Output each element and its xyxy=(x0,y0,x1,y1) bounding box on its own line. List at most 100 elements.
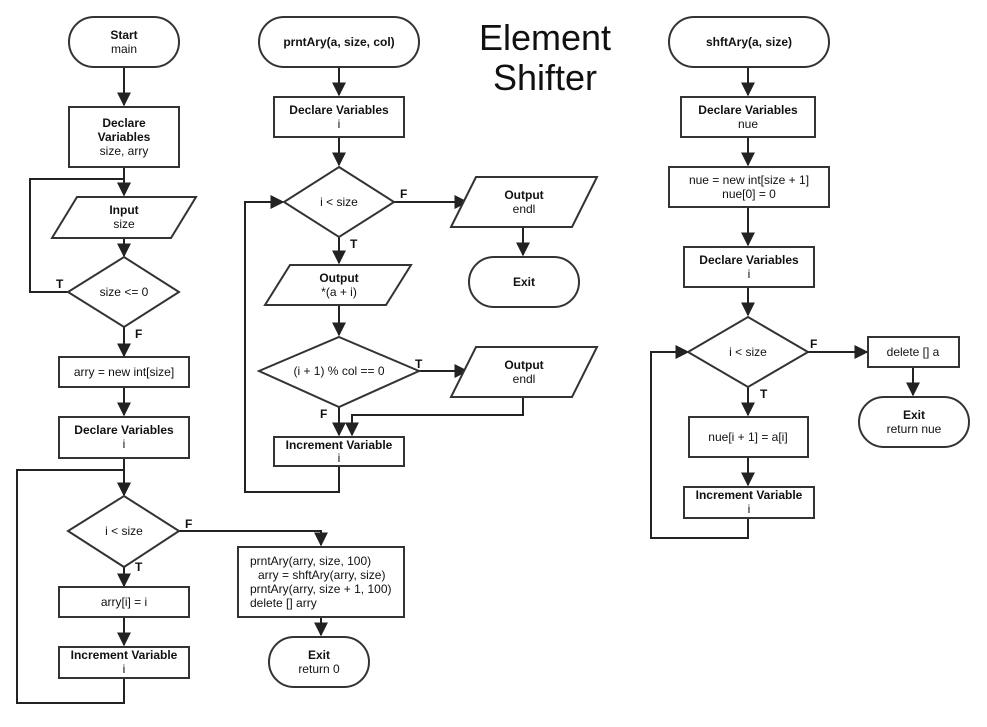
shft-declare2-sub: i xyxy=(748,267,751,281)
prnt-output-endl-2-parallelogram xyxy=(449,346,599,398)
main-input-parallelogram xyxy=(50,196,198,239)
shft-declare1-box xyxy=(680,96,816,138)
prnt-increment-box xyxy=(273,436,405,467)
main-calls-box xyxy=(237,546,405,618)
main-call-line-4: delete [] arry xyxy=(250,596,317,610)
prnt-output-endl-1-parallelogram xyxy=(449,176,599,228)
prnt-declare-box xyxy=(273,96,405,138)
shft-exit-sub: return nue xyxy=(887,422,942,436)
main-alloc-label: arry = new int[size] xyxy=(74,365,174,379)
prnt-col-label: (i + 1) % col == 0 xyxy=(293,364,384,378)
prnt-loop-false-label: F xyxy=(400,187,407,201)
shft-assign-box xyxy=(688,416,809,458)
prnt-col-false-label: F xyxy=(320,407,327,421)
main-loop-label: i < size xyxy=(105,524,143,538)
edge-prnt-increment-loopback xyxy=(244,195,340,493)
prnt-increment-node: Increment Variable i xyxy=(273,436,405,467)
main-input-node: Input size xyxy=(50,196,198,239)
prnt-output-endl-2-title: Output xyxy=(504,358,543,372)
prnt-col-node: (i + 1) % col == 0 xyxy=(256,335,422,409)
shft-loop-true-label: T xyxy=(760,387,768,401)
edge-main-increment-loopback xyxy=(16,469,131,704)
prnt-start-node: prntAry(a, size, col) xyxy=(258,16,420,68)
prnt-output-elem-node: Output *(a + i) xyxy=(263,264,413,306)
main-start-node: Start main xyxy=(68,16,180,68)
prnt-declare-title: Declare Variables xyxy=(289,103,389,117)
edge-main-loop-false xyxy=(179,530,328,547)
main-calls-node: prntAry(arry, size, 100) arry = shftAry(… xyxy=(237,546,405,618)
prnt-exit-node: Exit xyxy=(468,256,580,308)
main-assign-box xyxy=(58,586,190,618)
prnt-loop-node: i < size xyxy=(282,165,396,239)
main-loop-diamond xyxy=(66,494,181,569)
main-assign-node: arry[i] = i xyxy=(58,586,190,618)
main-start-title: Start xyxy=(110,28,137,42)
main-exit-terminator xyxy=(268,636,370,688)
prnt-loop-diamond xyxy=(282,165,396,239)
main-call-line-1: prntAry(arry, size, 100) xyxy=(250,554,371,568)
shft-start-label: shftAry(a, size) xyxy=(706,35,792,49)
shft-alloc-line-1: nue = new int[size + 1] xyxy=(689,173,809,187)
main-declare-box xyxy=(68,106,180,168)
main-exit-sub: return 0 xyxy=(298,662,340,676)
main-start-sub: main xyxy=(111,42,137,56)
shftary-edges xyxy=(650,67,920,539)
title-line-1: Element xyxy=(479,17,611,58)
main-call-line-3: prntAry(arry, size + 1, 100) xyxy=(250,582,392,596)
prnt-exit-label: Exit xyxy=(513,275,535,289)
prnt-exit-terminator xyxy=(468,256,580,308)
prnt-output-endl-1-title: Output xyxy=(504,188,543,202)
prnt-output-endl-2-node: Output endl xyxy=(449,346,599,398)
main-increment-title: Increment Variable xyxy=(71,648,178,662)
main-declare-sub: size, arry xyxy=(100,144,149,158)
shft-delete-label: delete [] a xyxy=(887,345,940,359)
prnt-start-label: prntAry(a, size, col) xyxy=(283,35,394,49)
main-check-false-label: F xyxy=(135,327,142,341)
main-declare2-node: Declare Variables i xyxy=(58,416,190,459)
shft-declare2-node: Declare Variables i xyxy=(683,246,815,288)
prnt-increment-title: Increment Variable xyxy=(286,438,393,452)
prnt-start-terminator xyxy=(258,16,420,68)
prnt-output-endl-1-sub: endl xyxy=(513,202,536,216)
shft-increment-title: Increment Variable xyxy=(696,488,803,502)
main-check-true-label: T xyxy=(56,277,64,291)
prnt-output-elem-sub: *(a + i) xyxy=(321,285,357,299)
shft-loop-diamond xyxy=(686,315,810,389)
prnt-col-true-label: T xyxy=(415,357,423,371)
main-start-terminator xyxy=(68,16,180,68)
main-declare-node: Declare Variables size, arry xyxy=(68,106,180,168)
main-declare-title2: Variables xyxy=(98,130,151,144)
prnt-loop-true-label: T xyxy=(350,237,358,251)
shft-assign-label: nue[i + 1] = a[i] xyxy=(708,430,787,444)
shft-loop-node: i < size xyxy=(686,315,810,389)
prnt-loop-label: i < size xyxy=(320,195,358,209)
main-increment-box xyxy=(58,646,190,679)
shft-increment-box xyxy=(683,486,815,519)
shft-start-terminator xyxy=(668,16,830,68)
diagram-title: Element Shifter xyxy=(479,17,611,98)
shft-declare1-title: Declare Variables xyxy=(698,103,798,117)
main-alloc-node: arry = new int[size] xyxy=(58,356,190,388)
edge-prnt-endl-increment xyxy=(345,397,524,437)
shft-declare2-title: Declare Variables xyxy=(699,253,799,267)
prntary-edges xyxy=(244,67,530,493)
main-check-size-label: size <= 0 xyxy=(100,285,149,299)
main-check-size-diamond xyxy=(66,255,181,329)
edge-main-check-true-loop xyxy=(29,178,131,293)
shft-increment-sub: i xyxy=(748,502,751,516)
shft-declare1-node: Declare Variables nue xyxy=(680,96,816,138)
shft-delete-box xyxy=(867,336,960,368)
main-input-title: Input xyxy=(109,203,138,217)
main-increment-sub: i xyxy=(123,662,126,676)
shft-alloc-box xyxy=(668,166,830,208)
main-input-sub: size xyxy=(113,217,135,231)
main-check-size-node: size <= 0 xyxy=(66,255,181,329)
prnt-output-endl-1-node: Output endl xyxy=(449,176,599,228)
shft-alloc-node: nue = new int[size + 1] nue[0] = 0 xyxy=(668,166,830,208)
main-declare2-box xyxy=(58,416,190,459)
shft-delete-node: delete [] a xyxy=(867,336,960,368)
shft-declare2-box xyxy=(683,246,815,288)
main-edges xyxy=(16,67,328,704)
main-declare2-sub: i xyxy=(123,437,126,451)
shft-exit-title: Exit xyxy=(903,408,925,422)
